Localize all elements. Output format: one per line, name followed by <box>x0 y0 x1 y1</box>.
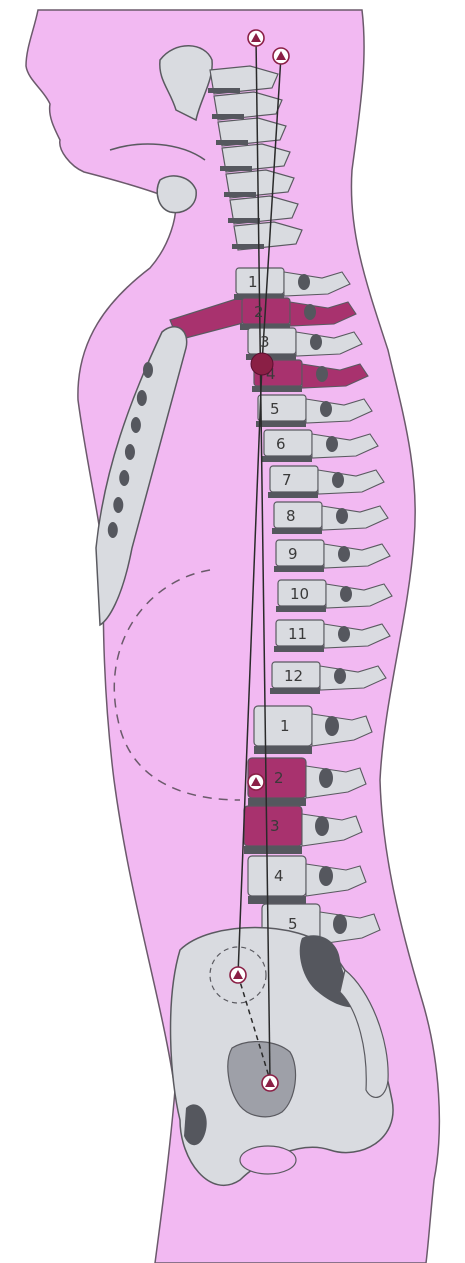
thoracic-disc <box>268 492 318 498</box>
thoracic-vertebra-body <box>274 502 322 528</box>
sternum-segment <box>113 497 123 513</box>
thoracic-facet <box>336 508 348 524</box>
triangle-in-circle-icon <box>248 30 264 46</box>
thoracic-vertebra-label: 6 <box>276 435 286 453</box>
thoracic-vertebra-label: 11 <box>288 625 307 643</box>
sternum-segment <box>131 417 141 433</box>
thoracic-vertebra-label: 5 <box>270 400 280 418</box>
thoracic-vertebra-label: 3 <box>260 333 270 351</box>
lumbar-facet <box>325 716 339 736</box>
thoracic-vertebra-body <box>264 430 312 456</box>
triangle-in-circle-icon <box>230 967 246 983</box>
thoracic-vertebra-label: 2 <box>254 303 264 321</box>
cervical-disc <box>208 88 240 93</box>
lumbar-vertebra-label: 3 <box>270 817 280 835</box>
thoracic-vertebra-label: 12 <box>284 667 303 685</box>
thoracic-vertebra-label: 9 <box>288 545 298 563</box>
thoracic-vertebra-label: 10 <box>290 585 309 603</box>
thoracic-vertebra-label: 1 <box>248 273 258 291</box>
thoracic-facet <box>338 626 350 642</box>
thoracic-facet <box>338 546 350 562</box>
obturator-foramen <box>240 1146 296 1174</box>
lumbar-facet <box>319 866 333 886</box>
thoracic-vertebra-body <box>258 395 306 421</box>
lumbar-disc <box>244 846 302 854</box>
thoracic-disc <box>274 646 324 652</box>
thoracic-disc <box>274 566 324 572</box>
lumbar-disc <box>248 896 306 904</box>
thoracic-disc <box>262 456 312 462</box>
thoracic-vertebra-label: 8 <box>286 507 296 525</box>
thoracic-disc <box>256 421 306 427</box>
cervical-disc <box>216 140 248 145</box>
thoracic-disc <box>252 386 302 392</box>
triangle-in-circle-icon <box>273 48 289 64</box>
thoracic-vertebra-body <box>248 328 296 354</box>
filled-dot-icon <box>251 353 273 375</box>
thoracic-facet <box>326 436 338 452</box>
lumbar-facet <box>319 768 333 788</box>
sternum-segment <box>119 470 129 486</box>
thoracic-disc <box>270 688 320 694</box>
sternum-segment <box>125 444 135 460</box>
lumbar-vertebra-label: 1 <box>280 717 290 735</box>
sternum-segment <box>143 362 153 378</box>
lumbar-facet <box>333 914 347 934</box>
thoracic-facet <box>304 304 316 320</box>
thoracic-vertebra-body <box>270 466 318 492</box>
sternum-segment <box>108 522 118 538</box>
cervical-disc <box>212 114 244 119</box>
thoracic-vertebra-body <box>276 540 324 566</box>
cervical-disc <box>228 218 260 223</box>
lumbar-disc <box>248 798 306 806</box>
thoracic-facet <box>332 472 344 488</box>
lumbar-disc <box>254 746 312 754</box>
triangle-in-circle-icon <box>262 1075 278 1091</box>
triangle-in-circle-icon <box>248 774 264 790</box>
thoracic-vertebra-label: 7 <box>282 471 292 489</box>
sternum-segment <box>137 390 147 406</box>
lumbar-vertebra-label: 2 <box>274 769 284 787</box>
thoracic-facet <box>316 366 328 382</box>
cervical-disc <box>220 166 252 171</box>
thoracic-disc <box>272 528 322 534</box>
lumbar-vertebra-label: 4 <box>274 867 284 885</box>
thoracic-facet <box>340 586 352 602</box>
thoracic-disc <box>276 606 326 612</box>
lumbar-vertebra-label: 5 <box>288 915 298 933</box>
thoracic-facet <box>334 668 346 684</box>
hyoid-bone <box>157 176 196 213</box>
lumbar-facet <box>315 816 329 836</box>
thoracic-facet <box>310 334 322 350</box>
thoracic-facet <box>298 274 310 290</box>
thoracic-facet <box>320 401 332 417</box>
cervical-disc <box>224 192 256 197</box>
